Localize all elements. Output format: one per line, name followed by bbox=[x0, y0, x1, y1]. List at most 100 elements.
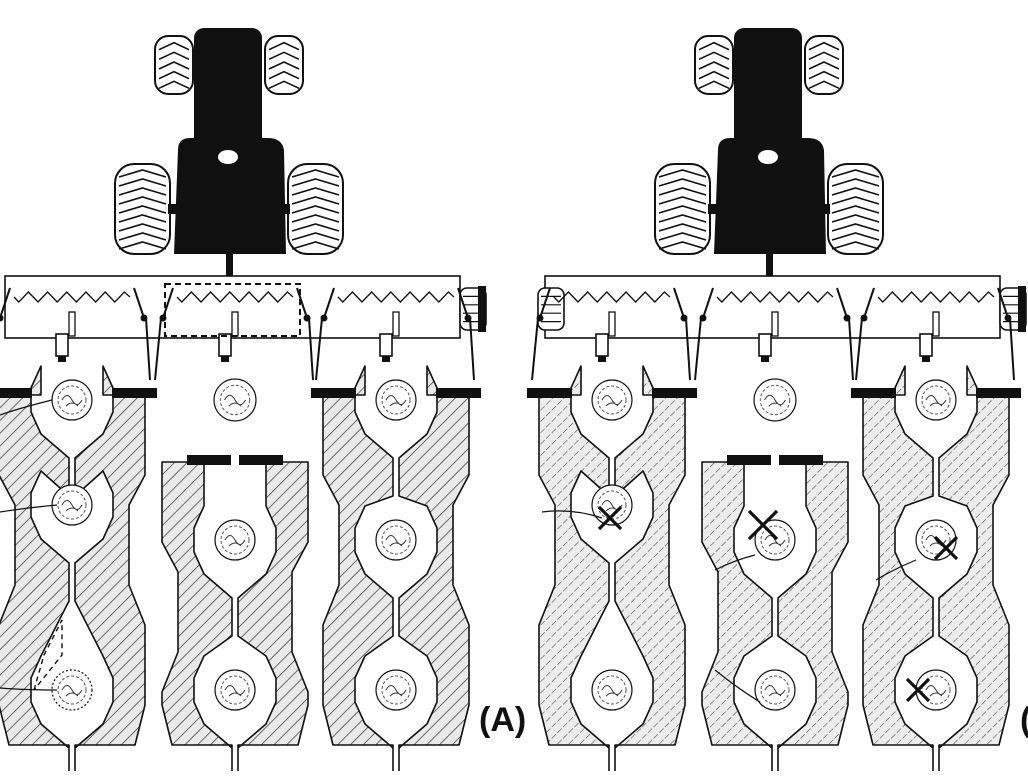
tine-unit-3-spring bbox=[337, 291, 455, 303]
rear-left-tire-tread bbox=[118, 196, 167, 205]
row-column-2-plant-1-leaves bbox=[224, 685, 246, 697]
row-column-3-plant-2 bbox=[915, 669, 957, 711]
knives-2 bbox=[187, 455, 283, 465]
row-column-1-path-left bbox=[0, 365, 70, 776]
rear-right-tire-tread bbox=[831, 223, 880, 232]
rear-left-tire-tread bbox=[118, 187, 167, 196]
right-support-wheel-hub bbox=[1018, 286, 1026, 332]
tine-unit-1-knife-arm-left bbox=[531, 317, 539, 381]
knives-2-left bbox=[187, 455, 231, 465]
weed-root-1 bbox=[541, 510, 603, 519]
tine-unit-1 bbox=[0, 287, 151, 381]
tine-unit-3-arm-right bbox=[457, 287, 469, 319]
row-column-1-plant-0-inner bbox=[57, 385, 87, 415]
front-left-tire bbox=[154, 35, 194, 95]
row-column-1-plant-0 bbox=[591, 379, 633, 421]
tine-unit-3-spring bbox=[877, 291, 995, 303]
tine-unit-2-camera-lens bbox=[221, 356, 229, 362]
row-column-2-plant-1-inner bbox=[220, 675, 250, 705]
rear-right-tire-tread bbox=[291, 241, 340, 250]
axle-left bbox=[708, 204, 718, 214]
tine-unit-2-knife-arm-right bbox=[848, 317, 854, 381]
weed-cross-2-b bbox=[747, 509, 779, 541]
weed-cross-2 bbox=[747, 509, 779, 541]
tine-unit-3 bbox=[315, 287, 475, 381]
front-left-tire-tread bbox=[158, 70, 190, 80]
row-column-2-top-plant bbox=[753, 378, 797, 422]
row-column-2-plant-0-leaves bbox=[764, 535, 786, 547]
tine-unit-3 bbox=[855, 287, 1015, 381]
rear-right-tire-tread bbox=[831, 232, 880, 241]
tine-unit-1-camera-lens bbox=[598, 356, 606, 362]
row-column-1-plant-0-inner bbox=[597, 385, 627, 415]
row-column-1-plant-1 bbox=[51, 484, 93, 526]
row-column-2-plant-0 bbox=[754, 519, 796, 561]
row-column-3-plant-2 bbox=[375, 669, 417, 711]
front-right-tire-tread bbox=[268, 41, 300, 51]
row-column-1 bbox=[538, 365, 686, 776]
front-right-tire bbox=[264, 35, 304, 95]
tine-unit-3-knife-arm-right bbox=[1009, 317, 1015, 381]
tine-unit-1-spring bbox=[553, 291, 671, 303]
knives-3 bbox=[311, 388, 481, 398]
row-column-3-plant-2-inner bbox=[381, 675, 411, 705]
weed-root-2 bbox=[714, 554, 756, 571]
panel-label-a: (A) bbox=[479, 701, 527, 739]
tine-unit-3-camera bbox=[919, 333, 933, 357]
row-column-2-top-plant-leaves bbox=[764, 394, 786, 407]
front-right-tire-tread bbox=[808, 61, 840, 70]
rear-left-tire-tread bbox=[658, 223, 707, 232]
tine-unit-2 bbox=[694, 287, 854, 381]
tine-unit-2-actuator bbox=[771, 311, 779, 337]
axle-right bbox=[820, 204, 830, 214]
tine-unit-2-spring bbox=[176, 291, 294, 303]
tine-unit-3-camera-lens bbox=[922, 356, 930, 362]
weed-cross-1 bbox=[597, 505, 623, 531]
row-column-1-path-left bbox=[538, 365, 610, 776]
knives-2 bbox=[727, 455, 823, 465]
left-support-wheel bbox=[537, 287, 565, 331]
front-right-tire-tread bbox=[808, 80, 840, 90]
tine-unit-1-arm-right bbox=[133, 287, 145, 319]
front-right-tire-outline bbox=[804, 35, 844, 95]
rear-right-tire-outline bbox=[287, 163, 344, 255]
row-column-2-plant-1-inner bbox=[760, 675, 790, 705]
rear-left-tire-tread bbox=[658, 241, 707, 250]
row-column-3 bbox=[322, 365, 470, 776]
rear-right-tire-tread bbox=[291, 196, 340, 205]
front-left-tire-tread bbox=[698, 51, 730, 61]
rear-left-tire-tread bbox=[658, 178, 707, 187]
row-column-3-plant-2-leaves bbox=[385, 685, 407, 697]
drawbar bbox=[766, 254, 773, 276]
rear-left-tire-tread bbox=[118, 232, 167, 241]
row-column-2-path-right bbox=[777, 461, 849, 776]
front-left-tire-tread bbox=[698, 80, 730, 90]
rear-left-tire-tread bbox=[118, 169, 167, 178]
knives-3-left bbox=[851, 388, 896, 398]
weed-cross-4-b bbox=[905, 677, 931, 703]
knives-3 bbox=[851, 388, 1021, 398]
row-column-1-plant-2 bbox=[591, 669, 633, 711]
row-column-2-path-right bbox=[237, 461, 309, 776]
tine-unit-1-camera-lens bbox=[58, 356, 66, 362]
right-support-wheel bbox=[999, 286, 1027, 332]
tine-unit-3-arm-right bbox=[997, 287, 1009, 319]
knives-1 bbox=[0, 388, 157, 398]
tractor-hood bbox=[734, 28, 802, 153]
rear-right-tire-tread bbox=[291, 232, 340, 241]
row-column-2-top-plant bbox=[213, 378, 257, 422]
front-right-tire-tread bbox=[808, 41, 840, 51]
front-left-tire bbox=[694, 35, 734, 95]
weed-cross-4 bbox=[905, 677, 931, 703]
rear-left-tire-tread bbox=[658, 232, 707, 241]
rear-left-tire-tread bbox=[118, 205, 167, 214]
tine-unit-3-camera bbox=[379, 333, 393, 357]
tine-unit-3-actuator bbox=[932, 311, 940, 337]
right-support-wheel-hub bbox=[478, 286, 486, 332]
front-left-tire-tread bbox=[698, 70, 730, 80]
tine-unit-1-arm-right bbox=[673, 287, 685, 319]
front-left-tire-tread bbox=[158, 61, 190, 70]
front-left-tire-tread bbox=[158, 80, 190, 90]
row-column-1-plant-2-leaves bbox=[601, 685, 623, 697]
front-right-tire bbox=[804, 35, 844, 95]
